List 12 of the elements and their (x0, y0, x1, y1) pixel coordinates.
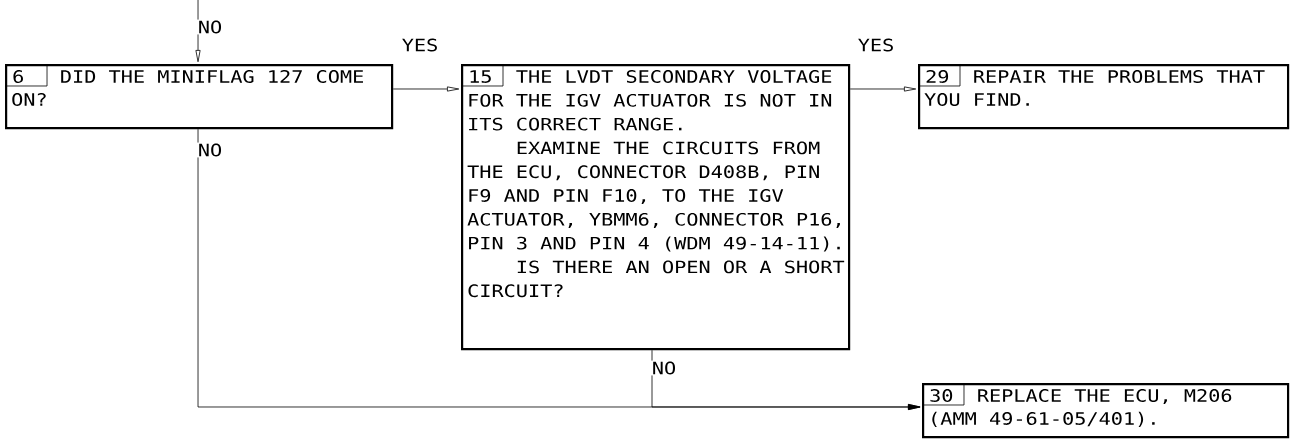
step-box: 29 REPAIR THE PROBLEMS THAT YOU FIND. (917, 63, 1290, 130)
step-box: 15 THE LVDT SECONDARY VOLTAGE FOR THE IGV ACTUATOR IS NOT IN ITS CORRECT RANGE. EXAMINE THE CIRCUITS FROM THE ECU, CONNECTOR D408B, PIN F9 AND PIN F10, TO THE IGV ACTUATOR, YBMM6, CONNECTOR P16, PIN 3 AND PIN 4 (WDM 49-14-11). IS THERE AN OPEN OR A SHORT CIRCUIT? (460, 63, 851, 351)
step-box: 30 REPLACE THE ECU, M206 (AMM 49-61-05/401). (921, 382, 1290, 439)
edge-label: NO (196, 19, 224, 35)
edge-label: NO (196, 142, 224, 158)
edge-label: YES (400, 37, 440, 53)
arrow (392, 86, 460, 92)
edge-label: NO (650, 360, 678, 376)
arrow (849, 86, 917, 92)
arrow (651, 349, 921, 410)
step-box: 6 DID THE MINIFLAG 127 COME ON? (4, 63, 394, 130)
edge-label: YES (856, 37, 896, 53)
